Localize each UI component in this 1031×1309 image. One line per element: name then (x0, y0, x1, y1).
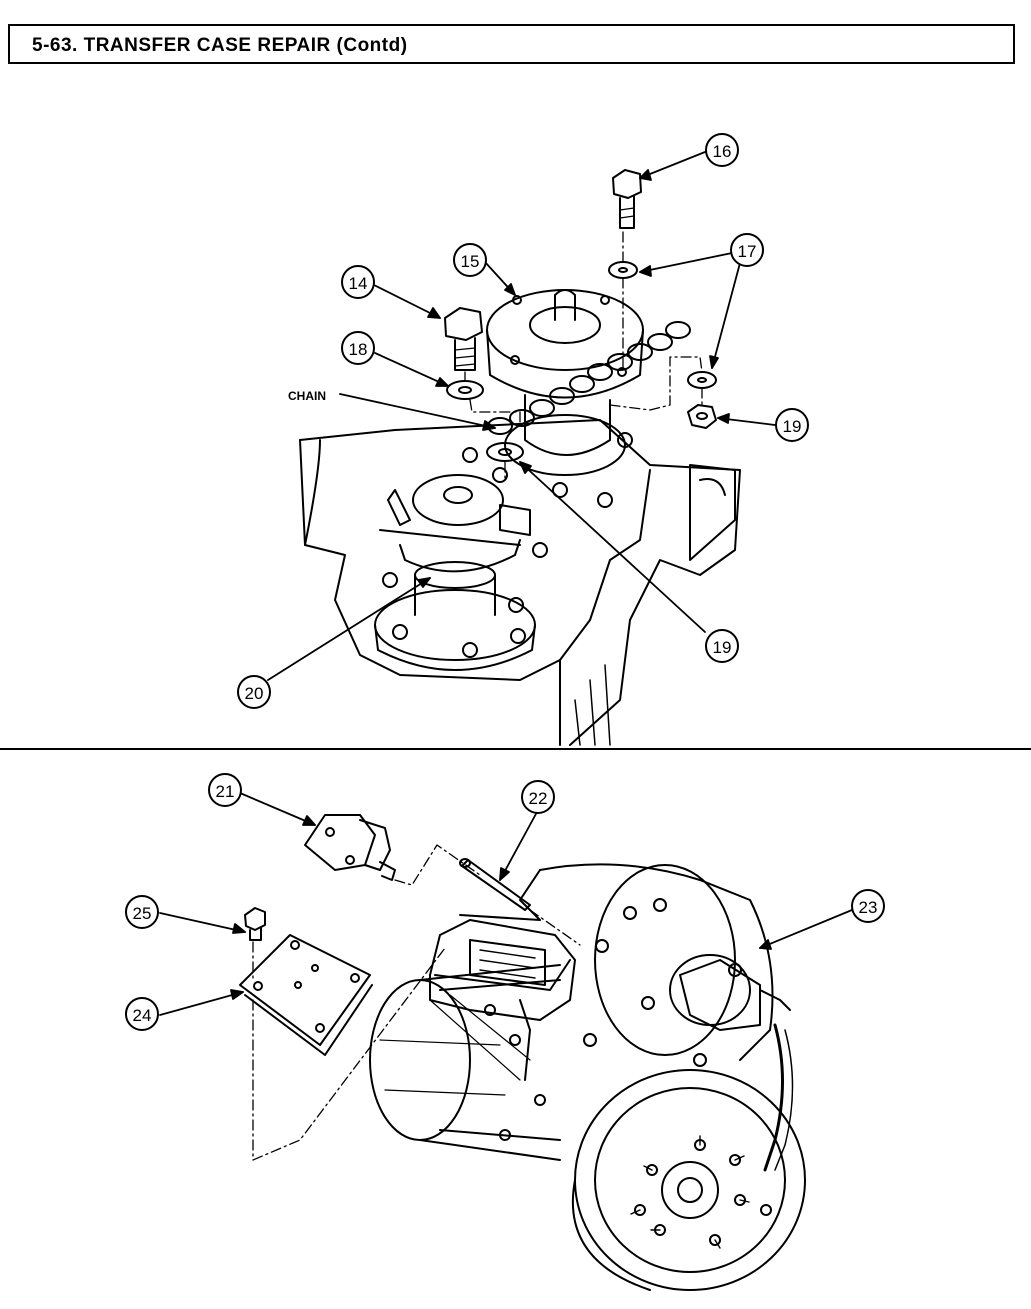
callout-17: 17 (730, 233, 764, 267)
callout-19-lower: 19 (705, 629, 739, 663)
callout-19-upper: 18 (341, 331, 375, 365)
bottom-exploded-view: 21 22 23 25 24 (125, 773, 885, 1291)
svg-text:22: 22 (529, 789, 548, 808)
callout-20: 20 (237, 675, 271, 709)
svg-text:17: 17 (738, 242, 757, 261)
svg-text:14: 14 (349, 274, 368, 293)
svg-text:16: 16 (713, 142, 732, 161)
svg-text:19: 19 (713, 638, 732, 657)
top-exploded-view: 16 17 15 14 18 19 19 20 CHAIN (237, 133, 809, 746)
callout-25: 25 (125, 895, 159, 929)
section-header: 5-63. TRANSFER CASE REPAIR (Contd) (8, 24, 1015, 64)
callout-18: 19 (775, 408, 809, 442)
svg-text:19: 19 (783, 417, 802, 436)
svg-text:25: 25 (133, 904, 152, 923)
svg-text:20: 20 (245, 684, 264, 703)
svg-text:24: 24 (133, 1006, 152, 1025)
callout-21: 21 (208, 773, 242, 807)
chain-label: CHAIN (288, 389, 326, 403)
svg-text:18: 18 (349, 340, 368, 359)
page-title: 5-63. TRANSFER CASE REPAIR (Contd) (32, 35, 408, 56)
callout-23: 23 (851, 889, 885, 923)
callout-15: 15 (453, 243, 487, 277)
svg-text:23: 23 (859, 898, 878, 917)
callout-16: 16 (705, 133, 739, 167)
callout-22: 22 (521, 780, 555, 814)
svg-text:15: 15 (461, 252, 480, 271)
svg-text:21: 21 (216, 782, 235, 801)
callout-24: 24 (125, 997, 159, 1031)
callout-14: 14 (341, 265, 375, 299)
